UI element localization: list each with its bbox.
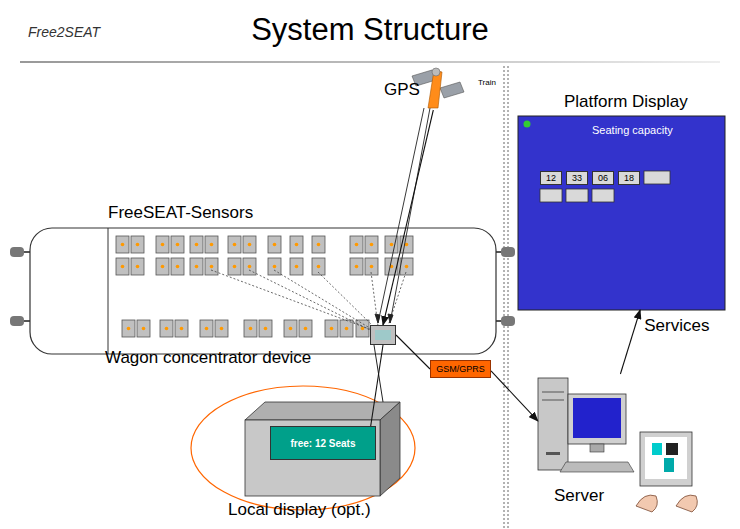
node-text: 12 (546, 173, 556, 183)
seat-count-cell: 12 (540, 171, 562, 185)
seat-count-cell: 33 (566, 171, 588, 185)
wagon-concentrator: Wagon concentrator device (370, 325, 396, 345)
gsm-gprs-box: GSM/GPRS (430, 360, 491, 378)
connector (396, 335, 430, 369)
node-body: Seating capacity (592, 124, 673, 136)
seat-count-cell: 06 (592, 171, 614, 185)
node-text: 18 (624, 173, 634, 183)
sensor-group-label: FreeSEAT-Sensors (108, 203, 253, 223)
local-display-screen: free: 12 Seats (270, 426, 376, 460)
page-title: System Structure (0, 12, 740, 48)
node-text: 33 (572, 173, 582, 183)
workstation-icon (636, 432, 697, 512)
node-text: Server (554, 486, 604, 506)
server-icon (538, 378, 634, 472)
train-wagon (10, 228, 515, 354)
connector (491, 371, 538, 421)
connector (383, 110, 433, 325)
node-text: Wagon concentrator device (105, 348, 311, 368)
node-text: 06 (598, 173, 608, 183)
seat-count-cell: 18 (618, 171, 640, 185)
node-text: Platform Display (564, 92, 688, 112)
local-display-caption: Local display (opt.) (228, 500, 371, 520)
divider (504, 66, 508, 529)
connector-label: Services (644, 316, 709, 336)
connector (620, 310, 640, 374)
node-text: GSM/GPRS (436, 364, 485, 374)
gps-node: GPS (380, 72, 466, 110)
header-rule (20, 61, 720, 63)
seat-sensors (116, 236, 413, 337)
local-display-box (191, 386, 415, 510)
server-node: Server (534, 374, 630, 508)
node-text: free: 12 Seats (290, 438, 355, 449)
brand-label: Free2SEAT (28, 24, 100, 40)
sensor-links (211, 270, 406, 331)
node-text: GPS (384, 80, 420, 100)
platform-display: Platform DisplaySeating capacity12330618 (518, 116, 725, 310)
connector (371, 345, 383, 426)
gps-signal (375, 108, 430, 323)
platform-display-screen (518, 116, 725, 310)
train-tag: Train (478, 78, 496, 87)
